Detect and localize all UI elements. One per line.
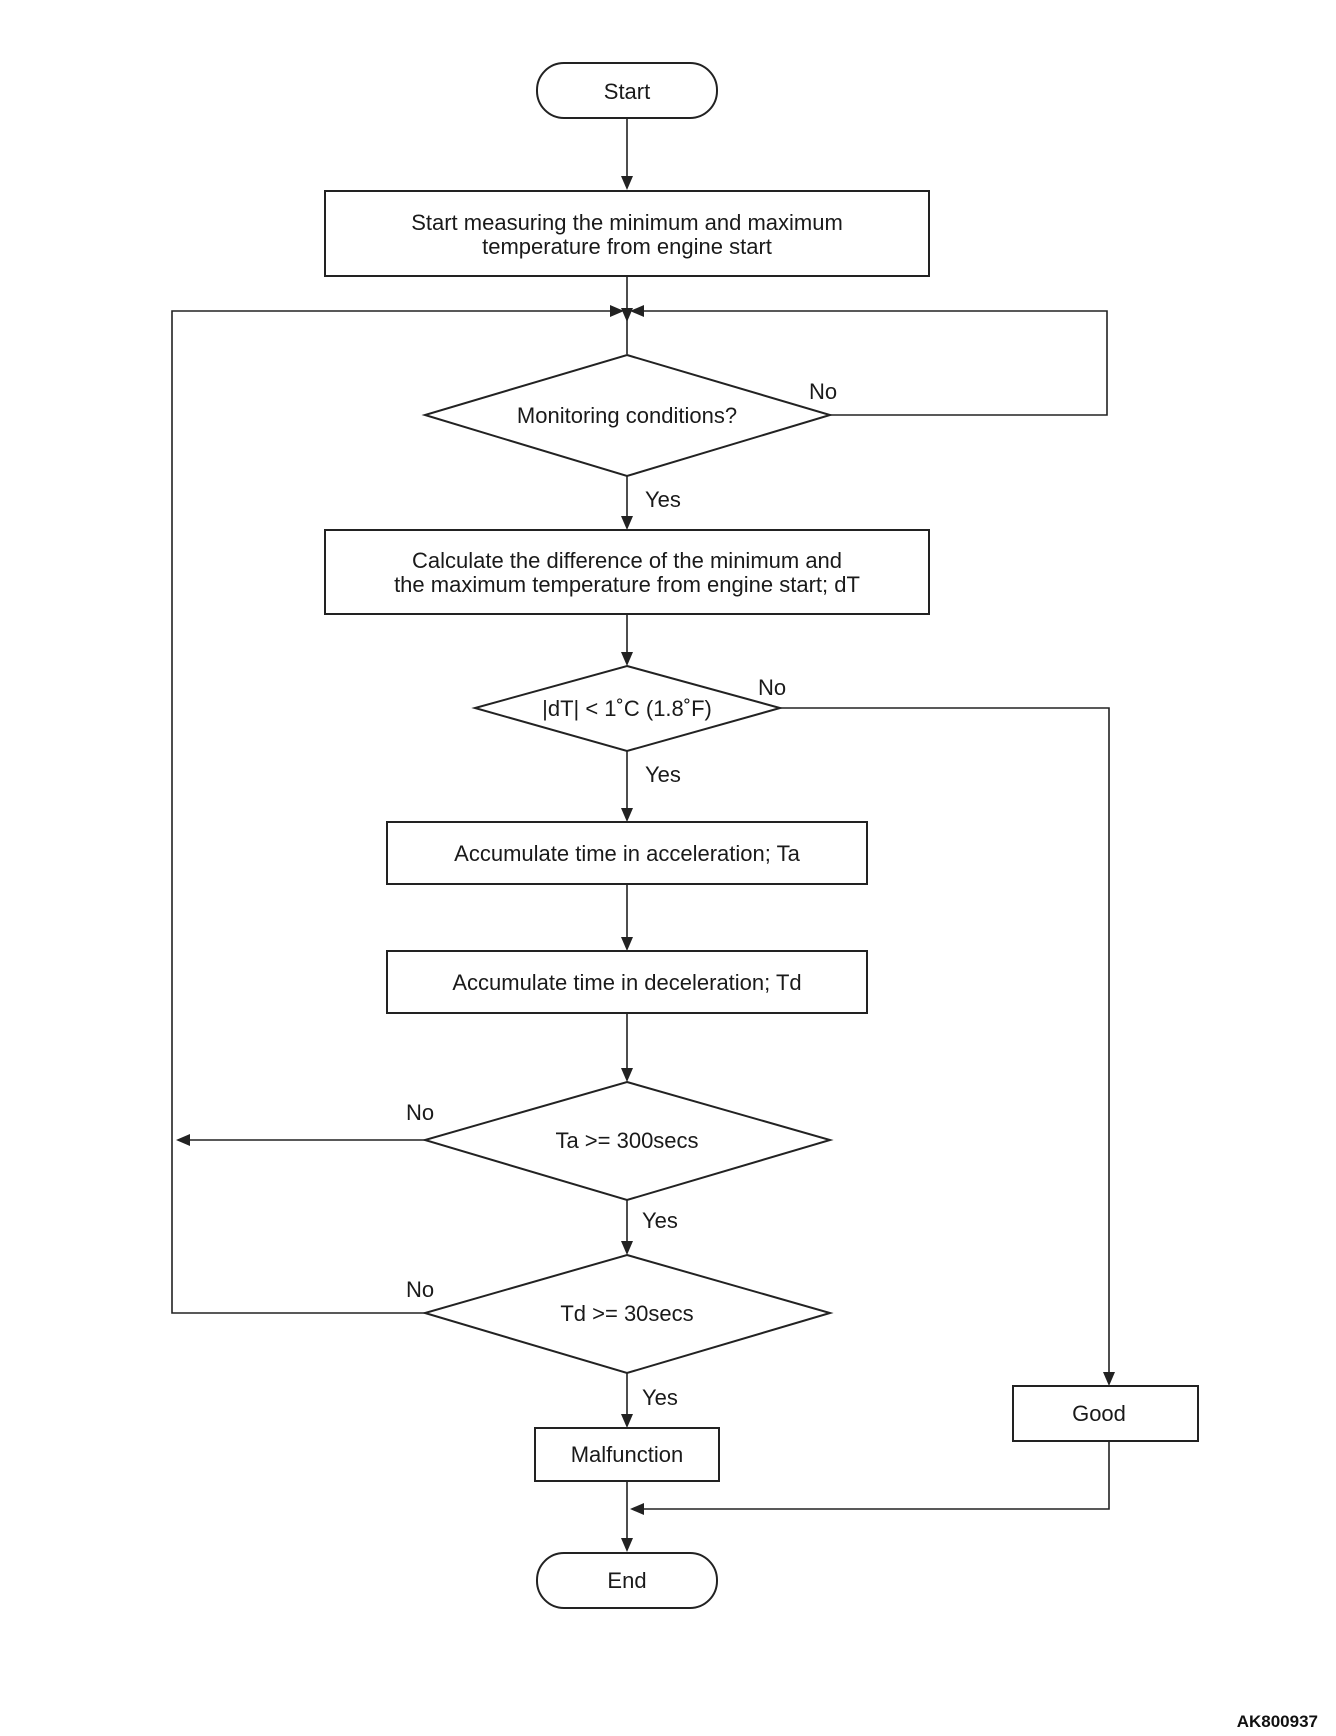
arrowhead bbox=[176, 1134, 190, 1146]
branch-td-yes: Yes bbox=[642, 1385, 678, 1410]
terminator-start bbox=[536, 62, 718, 119]
node-end: End bbox=[536, 1552, 718, 1609]
node-malfunction: Malfunction bbox=[534, 1427, 720, 1482]
measure-label-line1: Start measuring the minimum and maximum bbox=[411, 210, 843, 235]
arrowhead bbox=[621, 1241, 633, 1255]
node-measure: Start measuring the minimum and maximum … bbox=[324, 190, 930, 277]
arrowhead bbox=[621, 808, 633, 822]
arrowhead bbox=[621, 1068, 633, 1082]
node-calculate: Calculate the difference of the minimum … bbox=[324, 529, 930, 615]
arrowhead bbox=[621, 176, 633, 190]
arrowhead bbox=[621, 1414, 633, 1428]
branch-dt-yes: Yes bbox=[645, 762, 681, 787]
arrowhead bbox=[630, 1503, 644, 1515]
process-measure bbox=[324, 190, 930, 277]
ta-check-label: Ta >= 300secs bbox=[555, 1128, 698, 1153]
arrowhead bbox=[621, 1538, 633, 1552]
arrowhead bbox=[621, 308, 633, 322]
end-label: End bbox=[607, 1568, 646, 1593]
node-accumulate-accel: Accumulate time in acceleration; Ta bbox=[386, 821, 868, 885]
branch-labels: No Yes No Yes No Yes No Yes bbox=[406, 379, 837, 1410]
start-label: Start bbox=[604, 79, 650, 104]
node-good: Good bbox=[1012, 1385, 1199, 1442]
malfunction-label: Malfunction bbox=[571, 1442, 684, 1467]
node-ta-check: Ta >= 300secs bbox=[421, 1080, 834, 1202]
connector-good-end bbox=[644, 1441, 1110, 1510]
connectors bbox=[171, 118, 1115, 1552]
node-accumulate-decel: Accumulate time in deceleration; Td bbox=[386, 950, 868, 1014]
node-start: Start bbox=[536, 62, 718, 119]
measure-label-line2: temperature from engine start bbox=[482, 234, 772, 259]
arrowhead bbox=[621, 516, 633, 530]
process-malfunction bbox=[534, 1427, 720, 1482]
accumulate-accel-label: Accumulate time in acceleration; Ta bbox=[454, 841, 800, 866]
branch-monitoring-yes: Yes bbox=[645, 487, 681, 512]
branch-td-no: No bbox=[406, 1277, 434, 1302]
monitoring-label: Monitoring conditions? bbox=[517, 403, 737, 428]
good-label: Good bbox=[1072, 1401, 1126, 1426]
reference-code: AK800937 bbox=[1237, 1712, 1318, 1731]
connector-dt-no-good bbox=[780, 707, 1110, 1374]
process-accumulate-accel bbox=[386, 821, 868, 885]
td-check-label: Td >= 30secs bbox=[560, 1301, 693, 1326]
decision-ta bbox=[421, 1080, 834, 1202]
node-dt-check: |dT| < 1˚C (1.8˚F) bbox=[471, 664, 784, 753]
calculate-label-line2: the maximum temperature from engine star… bbox=[394, 572, 860, 597]
accumulate-decel-label: Accumulate time in deceleration; Td bbox=[452, 970, 801, 995]
arrowhead bbox=[630, 305, 644, 317]
node-td-check: Td >= 30secs bbox=[421, 1253, 834, 1375]
process-calculate bbox=[324, 529, 930, 615]
branch-dt-no: No bbox=[758, 675, 786, 700]
arrowhead bbox=[621, 652, 633, 666]
decision-monitoring bbox=[421, 353, 834, 478]
decision-dt bbox=[471, 664, 784, 753]
calculate-label-line1: Calculate the difference of the minimum … bbox=[412, 548, 842, 573]
terminator-end bbox=[536, 1552, 718, 1609]
arrowhead bbox=[1103, 1372, 1115, 1386]
arrowhead bbox=[621, 937, 633, 951]
node-monitoring: Monitoring conditions? bbox=[421, 353, 834, 478]
dt-check-label: |dT| < 1˚C (1.8˚F) bbox=[542, 696, 712, 721]
connector-monitoring-no-loop bbox=[644, 310, 1108, 416]
process-accumulate-decel bbox=[386, 950, 868, 1014]
process-good bbox=[1012, 1385, 1199, 1442]
arrowhead bbox=[610, 305, 624, 317]
branch-ta-yes: Yes bbox=[642, 1208, 678, 1233]
decision-td bbox=[421, 1253, 834, 1375]
branch-monitoring-no: No bbox=[809, 379, 837, 404]
branch-ta-no: No bbox=[406, 1100, 434, 1125]
connector-left-return-loop bbox=[171, 310, 610, 1314]
